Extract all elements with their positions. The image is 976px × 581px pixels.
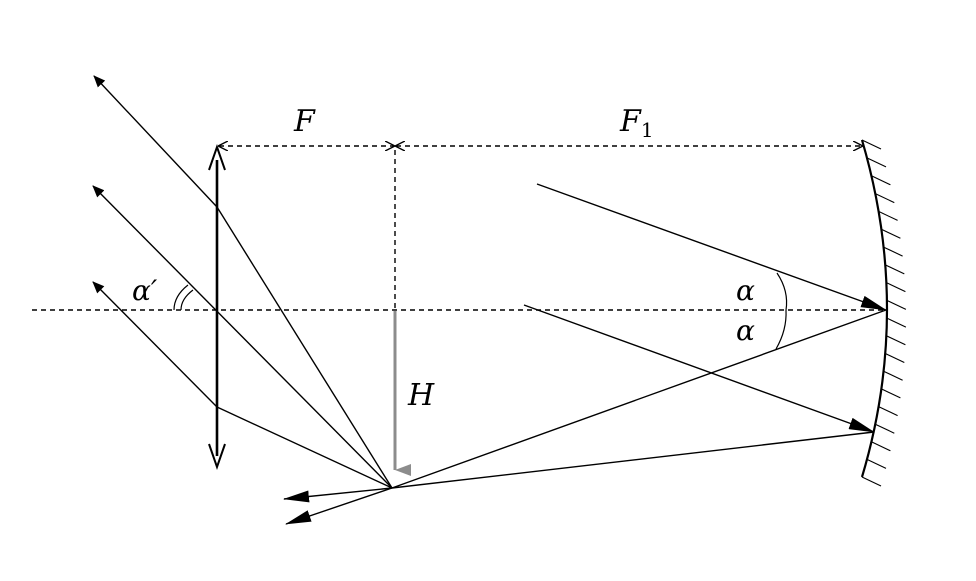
mirror-hatch-mark [875, 423, 895, 434]
angle-arc-alpha-bottom [775, 309, 787, 350]
label-F1: F1 [619, 104, 654, 142]
ray-through-lens-bottom-b [92, 281, 218, 408]
mirror-hatch-mark [871, 441, 891, 452]
angle-arc-alpha-prime-outer [173, 284, 189, 311]
mirror-hatch-mark [866, 157, 887, 168]
mirror-hatch-mark [861, 139, 882, 150]
mirror-hatch-mark [883, 370, 903, 381]
mirror-hatch-mark [871, 175, 891, 186]
label-alpha-bottom: α [736, 314, 755, 347]
mirror-hatch-mark [881, 388, 901, 399]
label-F1-base: F [619, 104, 642, 139]
mirror-hatch-mark [886, 299, 907, 310]
mirror-hatch-mark [886, 282, 906, 293]
lens-top-arrow-icon [208, 143, 226, 171]
ray-through-lens-top-a [216, 206, 393, 489]
incident-ray-top [536, 183, 887, 311]
mirror-hatch-mark [883, 246, 903, 257]
mirror-hatch-mark [881, 228, 901, 239]
label-alpha-prime: α′ [132, 274, 158, 307]
mirror-hatch-mark [878, 210, 898, 221]
ray-through-lens-top-b [93, 75, 218, 208]
mirror-hatch-mark [886, 317, 907, 328]
label-F1-subscript: 1 [641, 118, 654, 142]
outgoing-ray-left-2 [285, 487, 393, 525]
label-alpha-top: α [736, 274, 755, 307]
lens-bottom-arrow-icon [208, 443, 226, 471]
label-H: H [407, 378, 435, 413]
mirror-hatch-mark [878, 406, 898, 417]
reflected-ray-upper [391, 309, 887, 489]
mirror-hatch-mark [885, 353, 905, 363]
angle-arc-alpha-prime-inner [180, 289, 194, 311]
ray-through-lens-bottom-a [216, 406, 393, 489]
mirror-hatch-mark [886, 335, 906, 346]
mirror-hatching [861, 139, 907, 487]
mirror-hatch-mark [875, 193, 895, 204]
mirror-hatch-mark [866, 458, 887, 469]
reflected-ray-lower [391, 431, 875, 489]
incident-ray-bottom [523, 304, 875, 433]
mirror-hatch-mark [885, 264, 905, 275]
ray-through-lens-center [92, 185, 393, 489]
outgoing-ray-left-1 [283, 487, 393, 503]
angle-arc-alpha-top [776, 272, 788, 311]
mirror-hatch-mark [861, 476, 882, 487]
label-F: F [293, 104, 316, 139]
